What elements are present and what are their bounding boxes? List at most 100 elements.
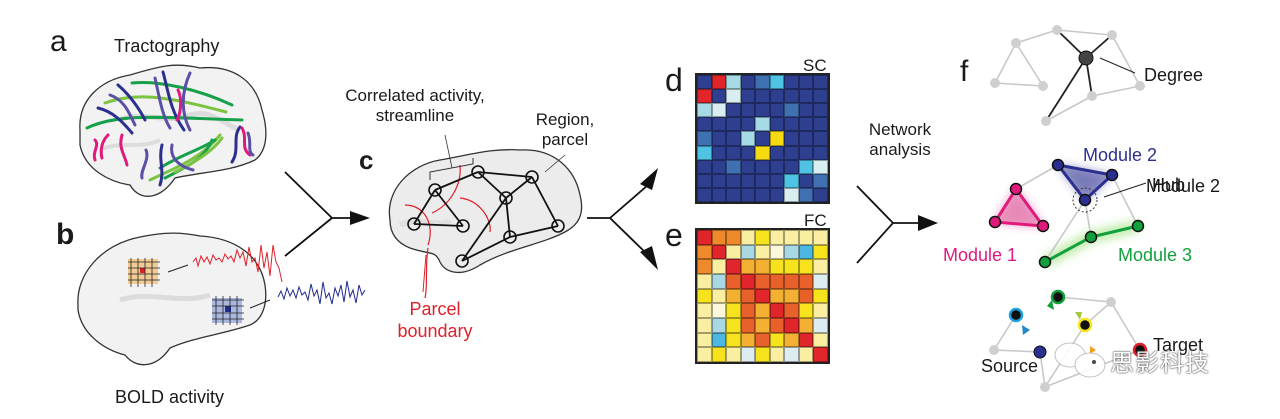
matrix-cell — [813, 187, 828, 202]
matrix-cell — [711, 288, 727, 304]
network-analysis-line2: analysis — [869, 140, 931, 159]
matrix-cell — [798, 145, 814, 160]
matrix-cell — [798, 288, 814, 304]
matrix-cell — [711, 347, 727, 362]
matrix-cell — [726, 273, 741, 289]
degree-node — [1078, 50, 1094, 66]
matrix-cell — [726, 75, 741, 90]
matrix-cell — [813, 303, 828, 318]
matrix-cell — [755, 159, 770, 174]
parcel-boundary-line1: Parcel — [409, 299, 461, 319]
matrix-cell — [755, 117, 770, 132]
matrix-cell — [813, 259, 828, 274]
degree-network — [990, 25, 1145, 126]
matrix-cell — [726, 244, 741, 260]
source-label: Source — [981, 356, 1039, 376]
matrix-cell — [711, 159, 727, 174]
matrix-cell — [784, 244, 799, 260]
panel-letter-c: c — [359, 145, 374, 175]
matrix-cell — [784, 187, 799, 202]
matrix-cell — [697, 230, 712, 245]
matrix-cell — [697, 145, 712, 160]
matrix-cell — [784, 75, 799, 90]
matrix-cell — [784, 317, 799, 333]
matrix-cell — [798, 131, 814, 146]
merge-arrow-de — [856, 185, 920, 264]
bold-activity-title: BOLD activity — [115, 387, 225, 407]
matrix-cell — [769, 273, 785, 289]
matrix-cell — [813, 75, 828, 90]
matrix-cell — [711, 273, 727, 289]
module-network — [988, 158, 1147, 269]
hub-label: Hub — [1152, 175, 1186, 195]
matrix-cell — [740, 131, 756, 146]
matrix-cell — [697, 75, 712, 90]
matrix-cell — [784, 173, 799, 188]
matrix-cell — [755, 259, 770, 274]
matrix-cell — [711, 332, 727, 348]
parcel-boundaries — [404, 164, 491, 299]
module2-label: Module 2 — [1146, 176, 1221, 196]
matrix-cell — [697, 317, 712, 333]
arrowhead-to-sc — [640, 168, 658, 190]
matrix-cell — [711, 75, 727, 90]
matrix-cell — [769, 75, 785, 90]
panel-letter-f: f — [960, 55, 969, 88]
matrix-cell — [697, 117, 712, 132]
streamline-annotation: Correlated activity, streamline — [335, 86, 495, 126]
matrix-cell — [798, 230, 814, 245]
matrix-cell — [740, 273, 756, 289]
region-annotation-line2: parcel — [541, 130, 589, 149]
matrix-cell — [784, 103, 799, 118]
matrix-cell — [784, 303, 799, 318]
matrix-cell — [813, 244, 828, 260]
matrix-cell — [740, 117, 756, 132]
matrix-cell — [798, 259, 814, 274]
matrix-cell — [711, 103, 727, 118]
matrix-cell — [798, 117, 814, 132]
matrix-cell — [697, 89, 712, 104]
network-nodes-c — [407, 165, 565, 268]
matrix-cell — [697, 131, 712, 146]
matrix-cell — [726, 288, 741, 304]
matrix-cell — [740, 317, 756, 333]
matrix-cell — [711, 117, 727, 132]
target-node — [1132, 342, 1148, 358]
sc-title: SC — [803, 56, 827, 75]
matrix-cell — [769, 173, 785, 188]
matrix-cell — [755, 317, 770, 333]
matrix-cell — [798, 244, 814, 260]
matrix-cell — [798, 103, 814, 118]
hub-marker — [1072, 187, 1098, 213]
matrix-cell — [711, 89, 727, 104]
matrix-cell — [798, 187, 814, 202]
matrix-cell — [813, 347, 828, 362]
matrix-cell — [755, 244, 770, 260]
matrix-cell — [740, 244, 756, 260]
matrix-cell — [697, 244, 712, 260]
bold-signal-blue — [277, 280, 366, 305]
network-analysis-line1: Network — [868, 120, 932, 139]
matrix-cell — [711, 131, 727, 146]
matrix-cell — [784, 159, 799, 174]
matrix-cell — [726, 159, 741, 174]
tractography-title: Tractography — [114, 36, 220, 56]
matrix-cell — [726, 259, 741, 274]
matrix-cell — [711, 145, 727, 160]
matrix-cell — [711, 259, 727, 274]
matrix-cell — [784, 288, 799, 304]
streamline-bracket — [429, 158, 474, 180]
watermark-icon — [1054, 342, 1106, 378]
target-label: Target — [1153, 335, 1204, 355]
matrix-cell — [740, 145, 756, 160]
matrix-cell — [726, 145, 741, 160]
matrix-cell — [784, 332, 799, 348]
arrowhead-to-fc — [640, 246, 658, 270]
path-network — [989, 289, 1148, 392]
merge-arrow-ab — [284, 171, 352, 257]
matrix-cell — [726, 89, 741, 104]
fc-matrix — [695, 228, 830, 364]
matrix-cell — [769, 117, 785, 132]
matrix-cell — [813, 103, 828, 118]
